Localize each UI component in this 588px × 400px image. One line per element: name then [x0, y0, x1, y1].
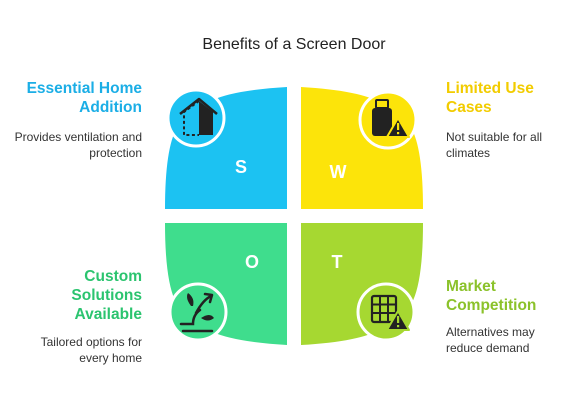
heading-essential-home-addition: Essential Home Addition: [26, 80, 142, 116]
growth-sprout-icon: [168, 282, 228, 342]
diagram-title: Benefits of a Screen Door: [202, 36, 386, 53]
letter-s: S: [235, 157, 247, 177]
heading-custom-solutions-available: Custom Solutions Available: [71, 268, 142, 323]
letter-t: T: [332, 252, 343, 272]
letter-w: W: [330, 162, 347, 182]
description-essential-home-addition: Provides ventilation and protection: [14, 130, 142, 160]
heading-market-competition: Market Competition: [446, 278, 537, 314]
house-icon: [166, 88, 226, 148]
letter-o: O: [245, 252, 259, 272]
heading-limited-use-cases: Limited Use Cases: [446, 80, 534, 116]
usb-drive-warning-icon: [358, 90, 418, 150]
description-custom-solutions-available: Tailored options for every home: [40, 335, 142, 365]
grid-warning-icon: [356, 282, 416, 342]
description-limited-use-cases: Not suitable for all climates: [446, 130, 543, 160]
description-market-competition: Alternatives may reduce demand: [446, 325, 535, 355]
